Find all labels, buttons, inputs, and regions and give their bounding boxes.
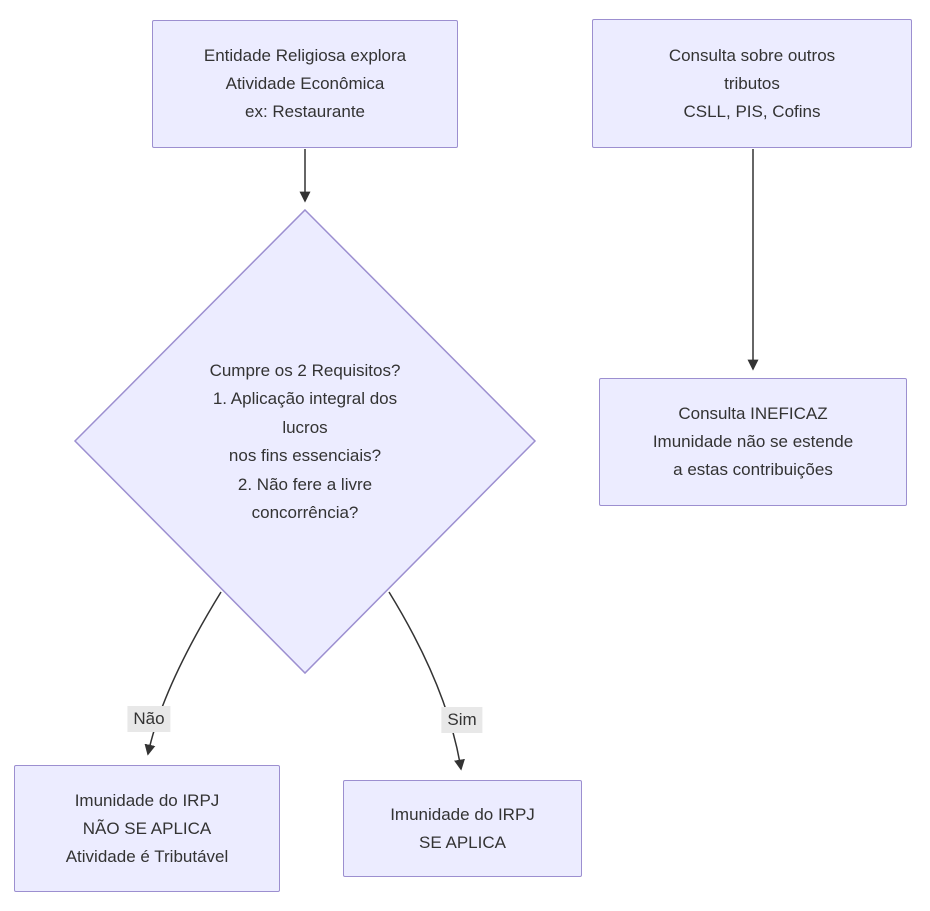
node-ineficaz-line-1: Consulta INEFICAZ bbox=[678, 404, 828, 423]
decision-line-4: nos fins essenciais? bbox=[228, 446, 382, 465]
node-se-aplica-line-1: Imunidade do IRPJ bbox=[390, 804, 535, 824]
node-entidade-line-3: ex: Restaurante bbox=[244, 102, 365, 121]
node-consulta-tributos: Consulta sobre outros tributos CSLL, PIS… bbox=[592, 19, 912, 148]
node-imunidade-se-aplica: Imunidade do IRPJ SE APLICA bbox=[343, 780, 582, 877]
node-consulta-tributos-line-1: Consulta sobre outros bbox=[668, 45, 836, 65]
decision-line-5: 2. Não fere a livre bbox=[237, 474, 373, 494]
node-consulta-tributos-line-2: tributos bbox=[724, 73, 780, 93]
node-ineficaz-line-3: a estas contribuições bbox=[673, 460, 833, 479]
node-nao-aplica-line-1: Imunidade do IRPJ bbox=[74, 790, 220, 810]
node-decision-requisitos: Cumpre os 2 Requisitos? 1. Aplicação int… bbox=[140, 352, 470, 532]
node-entidade-religiosa: Entidade Religiosa explora Atividade Eco… bbox=[152, 20, 458, 148]
decision-line-1: Cumpre os 2 Requisitos? bbox=[209, 360, 401, 380]
node-se-aplica-line-2: SE APLICA bbox=[419, 832, 506, 852]
edge-label-nao: Não bbox=[127, 706, 171, 732]
node-entidade-line-1: Entidade Religiosa explora bbox=[203, 46, 407, 65]
edge-sim-line bbox=[388, 591, 465, 771]
node-nao-aplica-line-2: NÃO SE APLICA bbox=[82, 818, 212, 838]
edge-nao-line bbox=[144, 591, 222, 756]
decision-diamond-shape bbox=[73, 208, 537, 675]
edge-label-sim: Sim bbox=[441, 707, 483, 733]
node-entidade-line-2: Atividade Econômica bbox=[225, 74, 385, 93]
decision-line-2: 1. Aplicação integral dos bbox=[212, 389, 398, 408]
node-nao-aplica-line-3: Atividade é Tributável bbox=[65, 846, 229, 866]
node-imunidade-nao-se-aplica: Imunidade do IRPJ NÃO SE APLICA Atividad… bbox=[14, 765, 280, 892]
decision-line-6: concorrência? bbox=[251, 503, 359, 522]
node-ineficaz-line-2: Imunidade não se estende bbox=[652, 432, 854, 451]
decision-line-3: lucros bbox=[282, 417, 328, 437]
node-consulta-tributos-line-3: CSLL, PIS, Cofins bbox=[683, 101, 821, 121]
node-consulta-ineficaz: Consulta INEFICAZ Imunidade não se esten… bbox=[599, 378, 907, 506]
